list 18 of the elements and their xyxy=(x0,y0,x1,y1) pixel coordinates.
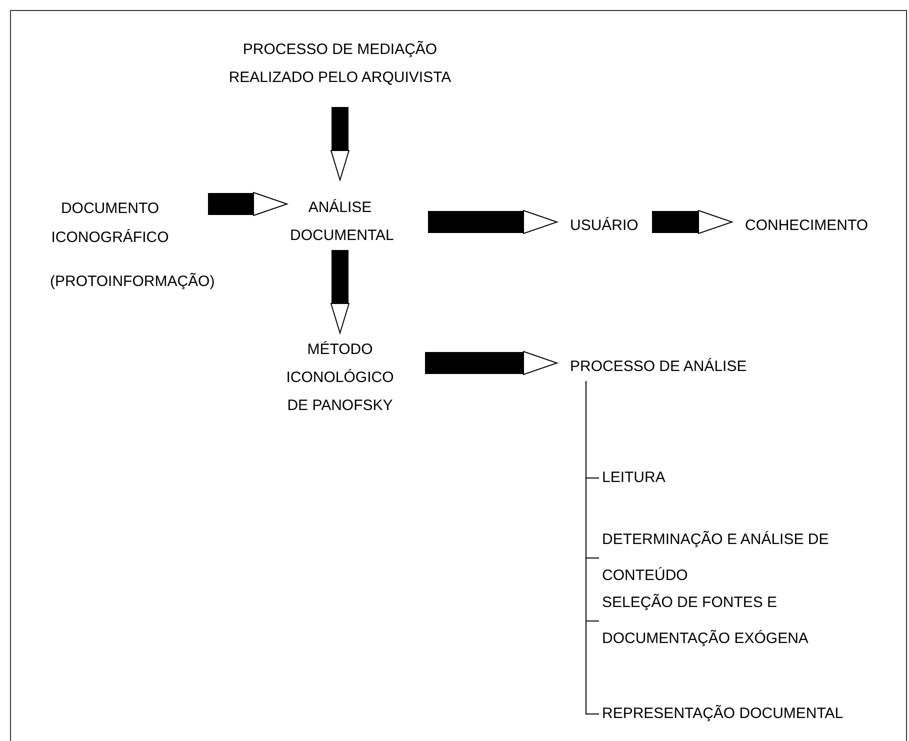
pencil-arrow xyxy=(652,210,732,234)
pencil-arrow xyxy=(428,210,558,234)
node-label: LEITURA xyxy=(602,468,666,488)
pencil-arrow xyxy=(330,107,350,180)
node-label: USUÁRIO xyxy=(570,216,640,236)
node-label: DOCUMENTO ICONOGRÁFICO xyxy=(50,199,170,248)
pencil-arrow xyxy=(208,192,288,216)
node-label: SELEÇÃO DE FONTES E DOCUMENTAÇÃO EXÓGENA xyxy=(602,592,810,649)
node-label: PROCESSO DE MEDIAÇÃO REALIZADO PELO ARQUIVISTA xyxy=(228,40,452,88)
node-label: CONHECIMENTO xyxy=(745,216,870,236)
connector-line xyxy=(586,380,600,714)
node-label: DETERMINAÇÃO E ANÁLISE DE CONTEÚDO xyxy=(602,530,830,586)
pencil-arrow xyxy=(425,351,558,375)
node-label: MÉTODO ICONOLÓGICO DE PANOFSKY xyxy=(285,340,395,416)
pencil-arrow xyxy=(330,250,350,334)
node-note: (PROTOINFORMAÇÃO) xyxy=(50,272,215,292)
node-label: REPRESENTAÇÃO DOCUMENTAL xyxy=(602,704,844,724)
node-label: PROCESSO DE ANÁLISE xyxy=(570,357,748,377)
